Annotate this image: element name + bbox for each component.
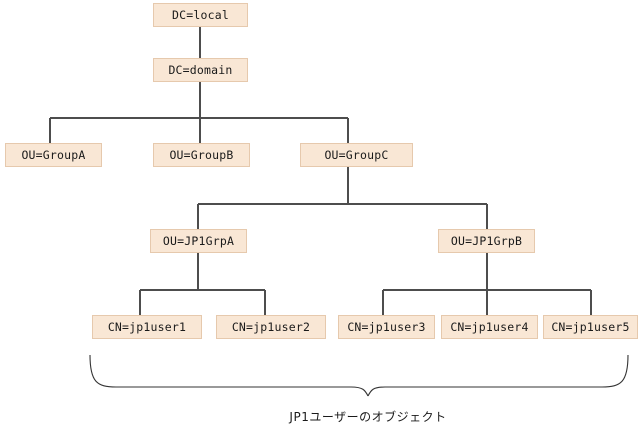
node-ou-jp1grpa[interactable]: OU=JP1GrpA [150,229,247,253]
node-cn-jp1user3[interactable]: CN=jp1user3 [338,315,435,339]
node-label: OU=GroupB [169,148,234,162]
node-label: CN=jp1user5 [551,320,630,334]
node-cn-jp1user1[interactable]: CN=jp1user1 [92,315,202,339]
node-label: CN=jp1user2 [231,320,311,334]
node-cn-jp1user4[interactable]: CN=jp1user4 [441,315,538,339]
brace-left-half [89,354,369,397]
node-dc-domain[interactable]: DC=domain [153,58,248,82]
node-cn-jp1user5[interactable]: CN=jp1user5 [543,315,638,339]
node-label: DC=domain [168,63,233,77]
node-ou-groupc[interactable]: OU=GroupC [300,143,413,167]
node-label: OU=JP1GrpA [162,234,235,248]
node-ou-groupa[interactable]: OU=GroupA [5,143,102,167]
node-ou-groupb[interactable]: OU=GroupB [153,143,250,167]
node-label: DC=local [172,8,229,22]
node-label: OU=JP1GrpB [450,234,523,248]
brace-right-half [367,354,629,397]
node-label: OU=GroupC [324,148,389,162]
grouping-brace [89,354,629,397]
brace-caption: JP1ユーザーのオブジェクト [289,410,447,424]
node-label: CN=jp1user1 [107,320,187,334]
node-dc-local[interactable]: DC=local [153,3,248,27]
node-ou-jp1grpb[interactable]: OU=JP1GrpB [438,229,535,253]
node-label: CN=jp1user3 [347,320,426,334]
node-cn-jp1user2[interactable]: CN=jp1user2 [216,315,326,339]
node-label: OU=GroupA [21,148,86,162]
tree-edges [49,27,592,315]
node-label: CN=jp1user4 [450,320,529,334]
